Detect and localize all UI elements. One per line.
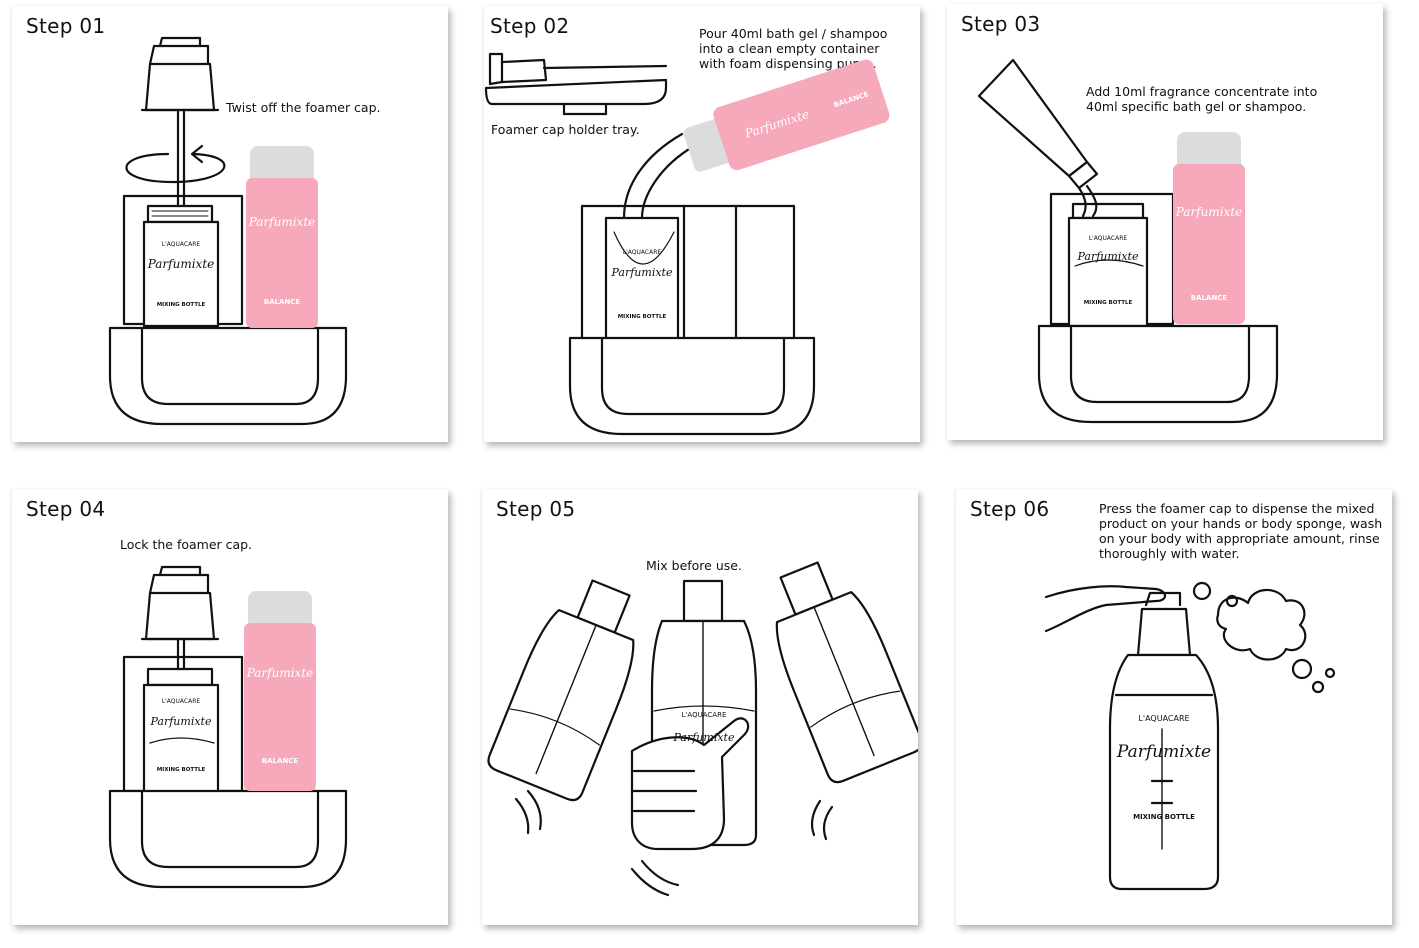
bottle-type-label: MIXING BOTTLE — [157, 302, 206, 308]
brand-label: L'AQUACARE — [682, 711, 727, 719]
bottle-type-label: MIXING BOTTLE — [157, 767, 206, 773]
brand-label: L'AQUACARE — [623, 249, 662, 256]
step-title: Step 03 — [961, 12, 1041, 36]
product-name-label: Parfumixte — [150, 715, 212, 728]
step-01-card: Step 01 Twist off the foamer cap. — [12, 6, 448, 442]
step-title: Step 05 — [496, 497, 576, 521]
product-name-label: Parfumixte — [1077, 250, 1139, 263]
step-03-card: Step 03 Add 10ml fragrance concentrate i… — [947, 4, 1383, 440]
step-04-illustration: L'AQUACARE Parfumixte MIXING BOTTLE Parf… — [108, 565, 348, 889]
product-name-label: Parfumixte — [1116, 742, 1211, 762]
brand-label: L'AQUACARE — [162, 698, 201, 705]
step-title: Step 02 — [490, 14, 570, 38]
step-06-illustration: L'AQUACARE Parfumixte MIXING BOTTLE — [1044, 581, 1336, 891]
step-instruction: Lock the foamer cap. — [120, 537, 253, 552]
brand-label: L'AQUACARE — [1138, 714, 1189, 723]
step-instruction: Mix before use. — [646, 558, 742, 573]
pink-bottle-name: Parfumixte — [248, 215, 316, 229]
step-title: Step 01 — [26, 14, 106, 38]
bottle-type-label: MIXING BOTTLE — [618, 314, 667, 320]
pink-bottle-variant: BALANCE — [264, 298, 301, 306]
step-02-card: Step 02 Pour 40ml bath gel / shampoo int… — [484, 6, 920, 442]
pink-bottle-variant: BALANCE — [262, 757, 299, 765]
product-name-label: Parfumixte — [611, 266, 673, 279]
pink-bottle-name: Parfumixte — [246, 666, 314, 680]
step-05-illustration: L'AQUACARE Parfumixte — [487, 561, 918, 897]
brand-label: L'AQUACARE — [1089, 235, 1128, 242]
step-instruction: Twist off the foamer cap. — [226, 100, 381, 115]
step-06-card: Step 06 Press the foamer cap to dispense… — [956, 489, 1392, 925]
tray-caption: Foamer cap holder tray. — [491, 122, 640, 137]
step-instruction: Pour 40ml bath gel / shampoo into a clea… — [699, 26, 888, 71]
step-title: Step 04 — [26, 497, 106, 521]
step-05-card: Step 05 Mix before use. — [482, 489, 918, 925]
pink-bottle-variant: BALANCE — [1191, 294, 1228, 302]
pink-bottle-name: Parfumixte — [1175, 205, 1243, 219]
step-03-illustration: L'AQUACARE Parfumixte MIXING BOTTLE Parf… — [977, 58, 1279, 424]
step-title: Step 06 — [970, 497, 1050, 521]
product-name-label: Parfumixte — [673, 731, 735, 744]
step-02-illustration: L'AQUACARE Parfumixte MIXING BOTTLE Parf… — [484, 52, 890, 436]
brand-label: L'AQUACARE — [162, 241, 201, 248]
step-04-card: Step 04 Lock the foamer cap. L'AQUACARE … — [12, 489, 448, 925]
bottle-type-label: MIXING BOTTLE — [1084, 300, 1133, 306]
step-instruction: Press the foamer cap to dispense the mix… — [1099, 501, 1383, 561]
step-01-illustration: L'AQUACARE Parfumixte MIXING BOTTLE Parf… — [108, 36, 348, 426]
step-instruction: Add 10ml fragrance concentrate into 40ml… — [1086, 84, 1318, 114]
product-name-label: Parfumixte — [147, 257, 215, 271]
bottle-type-label: MIXING BOTTLE — [1133, 813, 1195, 821]
